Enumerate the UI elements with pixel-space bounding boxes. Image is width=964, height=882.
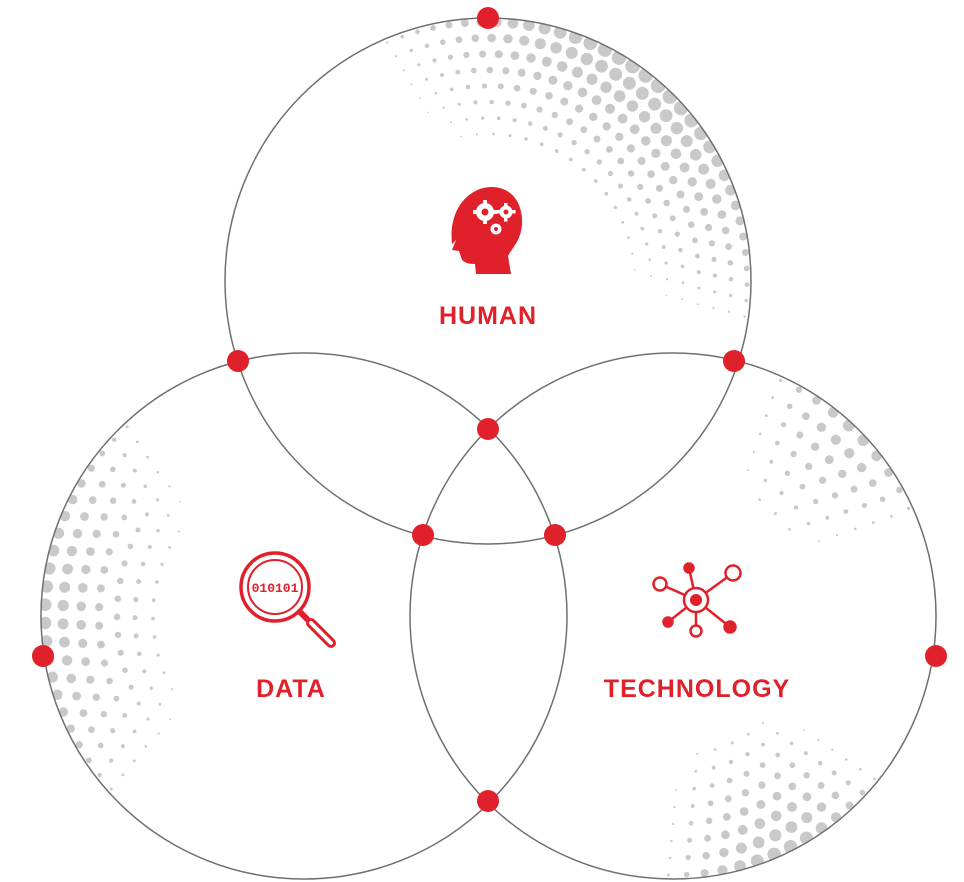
binary-magnifier-icon: 010101 [239,551,336,648]
binary-text: 010101 [252,581,299,596]
data-circle [40,352,568,880]
node-dot [227,350,249,372]
human-head-gears-icon [451,186,523,274]
node-dot [412,524,434,546]
node-dot [477,7,499,29]
network-nodes-icon [652,562,742,638]
node-dot [477,790,499,812]
technology-label: TECHNOLOGY [604,675,790,703]
data-label: DATA [256,675,326,703]
data-dot-texture [41,425,181,791]
human-label: HUMAN [439,302,537,330]
node-dot [925,645,947,667]
human-dot-texture [386,18,750,318]
technology-circle [409,352,937,880]
node-dot [723,350,745,372]
node-dot [544,524,566,546]
node-dot [477,418,499,440]
technology-dot-texture [667,378,911,878]
node-dot [32,645,54,667]
